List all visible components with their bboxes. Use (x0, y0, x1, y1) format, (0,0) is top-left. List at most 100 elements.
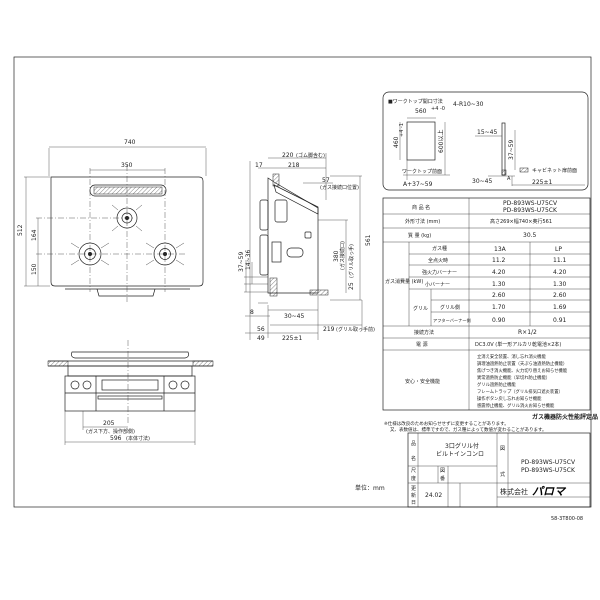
gas-type-lp: LP (555, 246, 562, 253)
revision-label: 更 (411, 486, 416, 492)
drawing-no-label: 番 (440, 475, 445, 482)
dim-164: 164 (31, 229, 38, 241)
side-body (267, 177, 319, 294)
dim-220: 220 (282, 152, 294, 159)
spec-table: 商 品 名 PD-893WS-U75CV PD-893WS-U75CK 外形寸法… (382, 197, 591, 411)
model-1: PD-893WS-U75CV (521, 459, 576, 466)
dim-30-45: 30~45 (284, 313, 304, 320)
worktop-cutout-panel: ■ワークトップ開口寸法 560 +4 -0 4-R10~30 460 +4 -1… (382, 91, 589, 191)
document-code: 58-3T800-08 (551, 516, 583, 522)
cutout-title: ■ワークトップ開口寸法 (388, 98, 443, 105)
cabinet-front-label: キャビネット扉前面 (532, 167, 577, 174)
grill-handle (65, 288, 190, 297)
dim-219-note: (グリル取っ手前) (336, 326, 375, 333)
safety-feature: 操作ボタン戻し忘れお知らせ機能 (477, 395, 542, 402)
safety-label: 安心・安全機能 (405, 378, 440, 385)
safety-feature: 立消え安全装置、消し忘れ消火機能 (477, 353, 546, 360)
row-13a: 2.60 (492, 292, 506, 299)
cutout-225: 225±1 (532, 179, 552, 186)
dimensions-label: 外形寸法 (mm) (405, 218, 440, 225)
front-view: 205 (ガス下方、操作部側) 596 (本体寸法) (47, 340, 214, 445)
product-desc-1: 3口グリル付 (445, 442, 479, 450)
dim-49: 49 (257, 335, 265, 342)
row-13a: 4.20 (492, 269, 506, 276)
paloma-logo: パロマ (530, 485, 588, 498)
note-2: 又、表数値は、標準ですので、ガス種によって数値が変わることがあります。 (390, 426, 547, 433)
dim-25: 25 (348, 282, 355, 290)
row-label: アフターバーナー側 (433, 317, 471, 324)
dim-37-59: 37~59 (238, 252, 245, 272)
row-label: 全点火時 (428, 257, 448, 264)
row-lp: 1.30 (553, 281, 567, 288)
dim-205-note: (ガス下方、操作部側) (86, 428, 135, 435)
safety-feature: グリル過熱防止機能 (477, 381, 516, 388)
sheet-frame (13, 56, 592, 508)
dim-205: 205 (103, 420, 115, 427)
row-lp: 1.69 (553, 304, 567, 311)
product-desc-2: ビルトインコンロ (436, 450, 484, 458)
dim-218: 218 (288, 162, 300, 169)
front-panel (64, 375, 196, 412)
cutout-30-45: 30~45 (472, 178, 492, 185)
dim-depth: 512 (17, 224, 24, 236)
product-name-label: 商 品 名 (412, 204, 430, 211)
row-label: 強火力バーナー (422, 269, 457, 276)
dim-25-note: (グリル取っ手) (348, 244, 355, 278)
gas-type-label: ガス種 (432, 245, 447, 252)
a-range-label: A+37~59 (403, 181, 433, 188)
control-knobs (70, 380, 190, 390)
weight-value: 30.5 (523, 232, 537, 239)
row-13a: 11.2 (492, 257, 506, 264)
dim-150: 150 (31, 263, 38, 275)
drawing-no-label: 図 (440, 468, 445, 474)
row-lp: 4.20 (553, 269, 567, 276)
dim-width: 740 (124, 139, 136, 146)
name-label: 名 (411, 455, 416, 462)
model-label: 式 (500, 471, 505, 478)
cutout-a: A (507, 176, 511, 182)
title-block: 品 名 3口グリル付 ビルトインコンロ 尺 度 図 番 更 新 日 24.02 … (407, 432, 591, 508)
dim-596: 596 (110, 435, 122, 442)
safety-feature: 焦げつき消火機能、火力切り替えお知らせ機能 (477, 367, 568, 374)
worktop-front-label: ワークトップ前面 (402, 168, 442, 175)
cutout-opening (406, 121, 436, 161)
row-lp: 11.1 (553, 257, 567, 264)
dim-380-note: (ガス接続口) (339, 241, 346, 270)
safety-feature: 調理油過熱防止装置（天ぷら油過熱防止機能） (477, 360, 567, 367)
gas-consumption-label: ガス消費量 (kW) (385, 278, 423, 285)
dim-8: 8 (250, 309, 254, 316)
revision-label: 日 (411, 500, 416, 506)
grill-label: グリル (413, 305, 428, 312)
dim-57-note: (ガス接続口位置) (320, 184, 359, 191)
cutout-radius: 4-R10~30 (453, 101, 484, 108)
cutout-height-tol: +4 -1 (399, 123, 405, 137)
dim-596-note: (本体寸法) (126, 435, 150, 442)
row-lp: 0.91 (553, 317, 567, 324)
revision-label: 新 (411, 492, 416, 499)
safety-feature: 感震停止機能、グリル消火お知らせ機能 (477, 402, 555, 409)
dim-57: 57 (322, 177, 330, 184)
row-label: グリル側 (440, 304, 460, 311)
cutout-width-tol: +4 -0 (431, 106, 445, 112)
scale-label: 尺 (411, 468, 416, 474)
cooktop-outline (50, 176, 204, 287)
company-name: 株式会社 (500, 487, 528, 496)
side-view: 220 (ゴム脚含む) 17 218 57 (ガス接続口位置) 561 380 … (238, 152, 375, 342)
dim-219: 219 (323, 326, 335, 333)
dim-225: 225±1 (282, 335, 302, 342)
dim-561: 561 (365, 234, 372, 246)
safety-feature: フレームトラップ（グリル排気口遮炎装置） (477, 388, 563, 395)
row-13a: 1.70 (492, 304, 506, 311)
connection-label: 接続方法 (414, 329, 434, 336)
power-label: 電 源 (416, 341, 428, 348)
gas-consumption-rows: 全点火時 11.2 11.1 強火力バーナー 4.20 4.20 小バーナー 1… (422, 257, 567, 324)
dim-56: 56 (257, 326, 265, 333)
safety-feature: 異常過熱防止機能（早切れ防止機能） (477, 374, 550, 381)
dim-220-note: (ゴム脚含む) (296, 152, 325, 159)
connection-value: R×1/2 (518, 329, 537, 336)
product-name-2: PD-893WS-U75CK (503, 207, 558, 214)
top-view: 740 350 512 164 150 (17, 139, 207, 302)
row-13a: 1.30 (492, 281, 506, 288)
revision-date: 24.02 (425, 492, 442, 499)
